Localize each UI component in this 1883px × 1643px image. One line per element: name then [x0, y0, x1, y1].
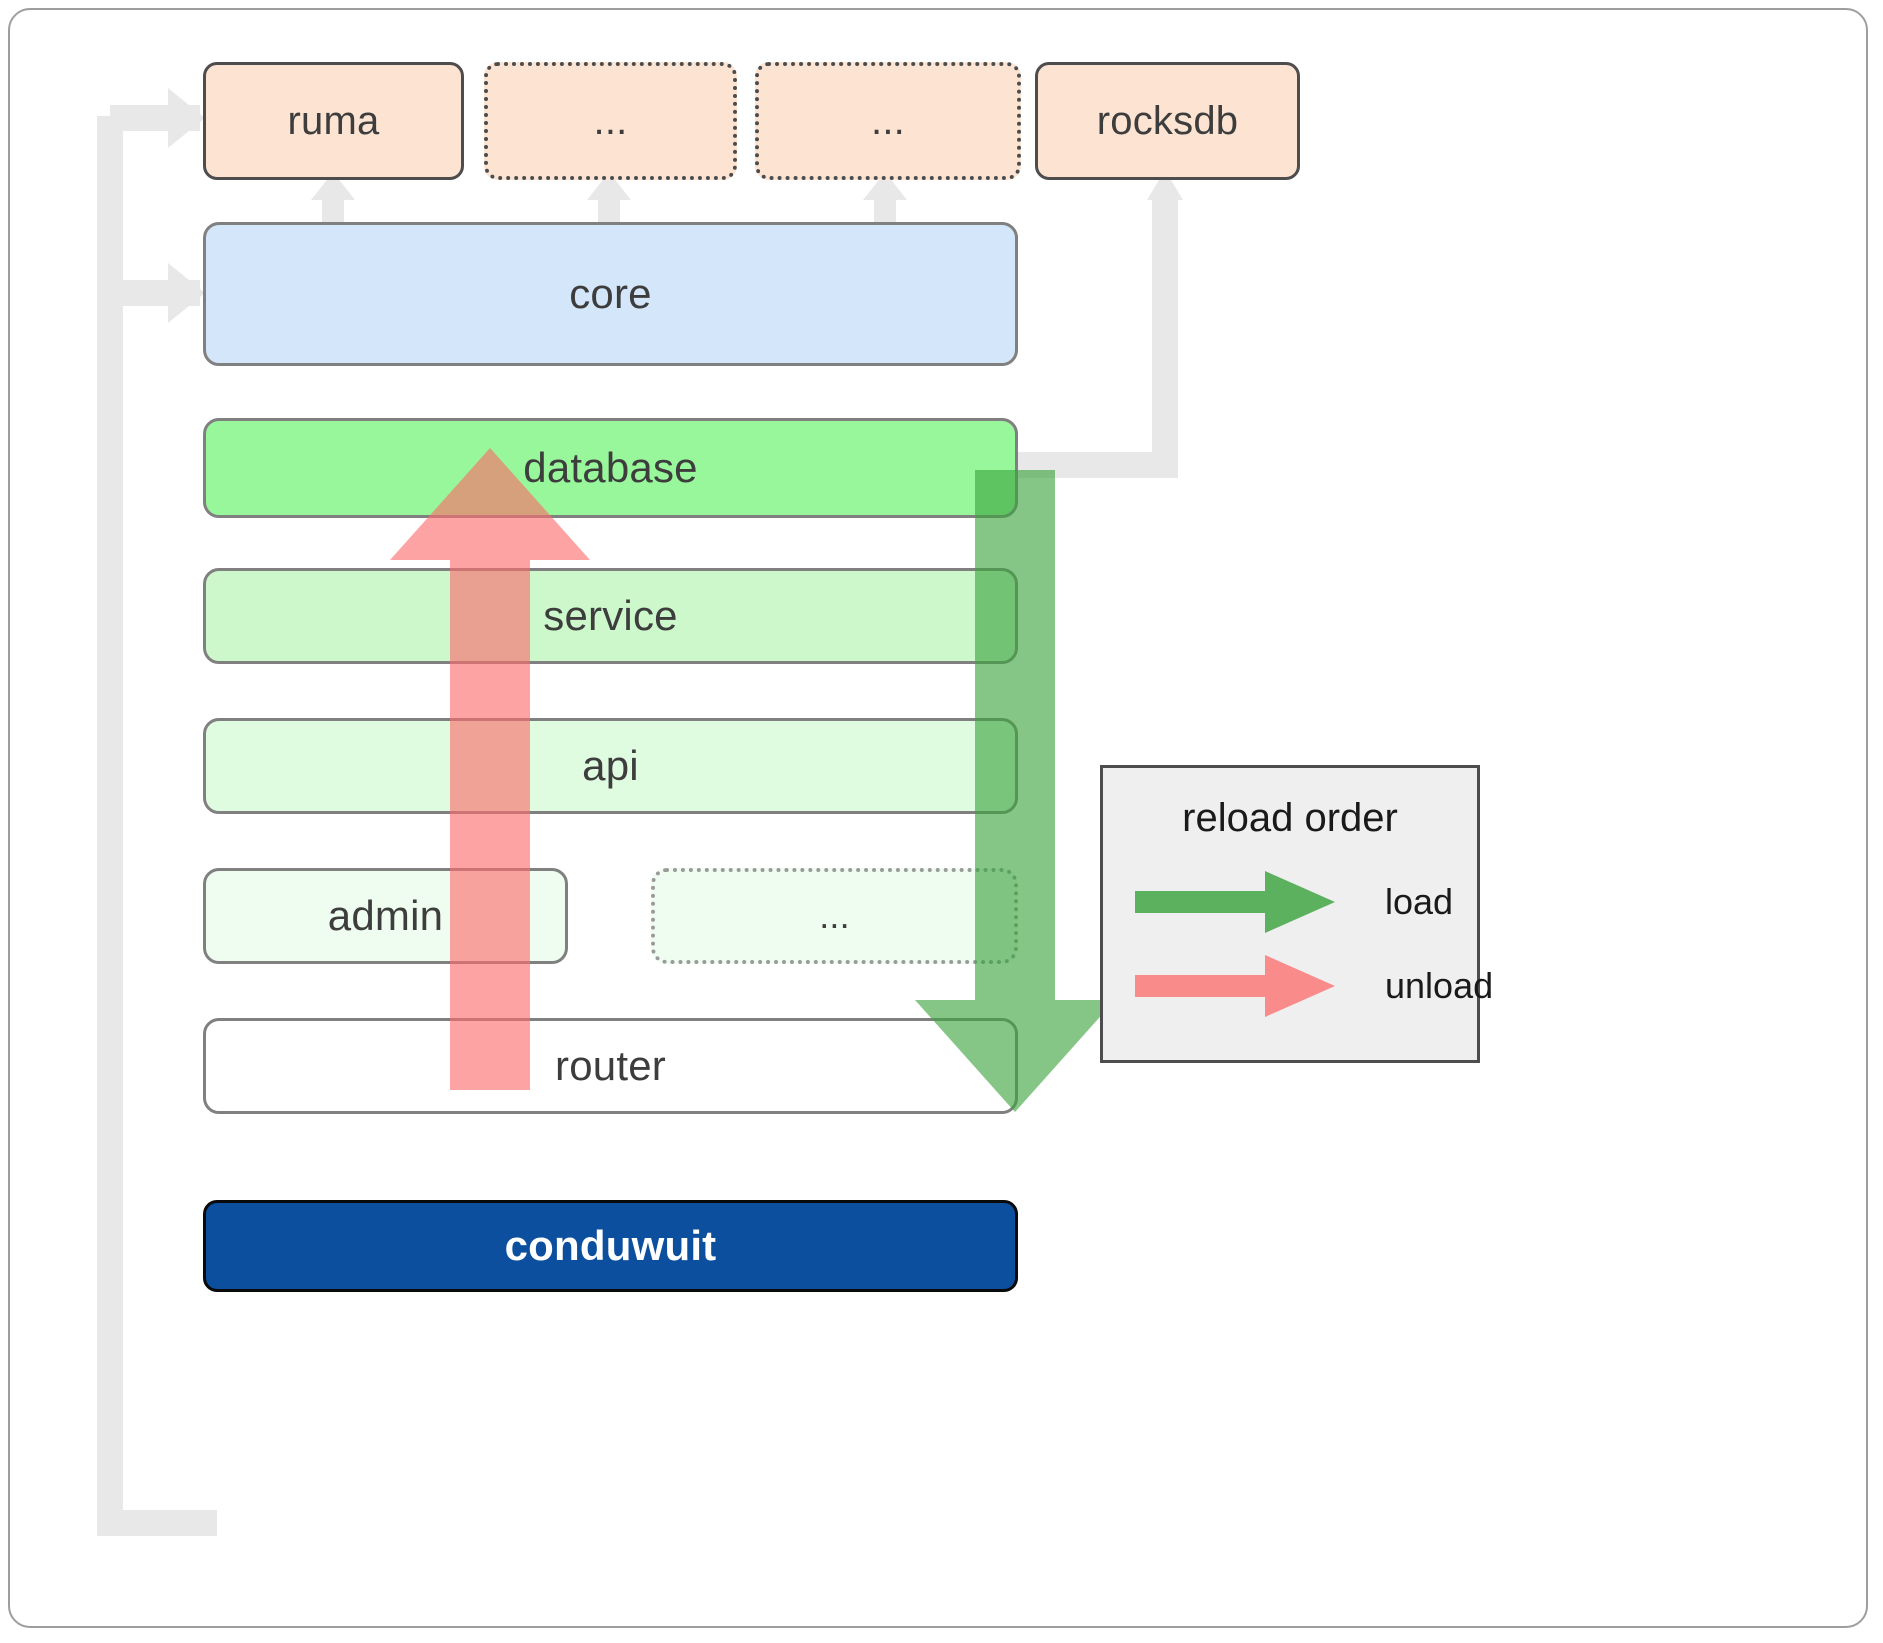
layer-node-dots-c[interactable]: ...: [651, 868, 1018, 964]
core-label: core: [569, 270, 652, 317]
layer-node-admin[interactable]: admin: [203, 868, 568, 964]
dep-label-dots-b: ...: [871, 98, 905, 143]
dep-label-ruma: ruma: [287, 98, 380, 143]
dep-node-dots-a[interactable]: ...: [484, 62, 737, 180]
dep-label-rocksdb: rocksdb: [1096, 98, 1239, 143]
layer-node-router[interactable]: router: [203, 1018, 1018, 1114]
layer-node-database[interactable]: database: [203, 418, 1018, 518]
dep-node-rocksdb[interactable]: rocksdb: [1035, 62, 1300, 180]
legend-row-load: load: [1135, 871, 1455, 933]
layer-label-service: service: [543, 592, 678, 639]
layer-label-api: api: [582, 742, 639, 789]
load-arrow-icon: [1135, 871, 1335, 933]
legend-title: reload order: [1182, 796, 1398, 840]
legend-panel: reload order load unload: [1100, 765, 1493, 1063]
legend-label-unload: unload: [1385, 965, 1494, 1006]
dep-label-dots-a: ...: [593, 98, 628, 143]
layer-label-router: router: [555, 1042, 666, 1089]
layer-node-service[interactable]: service: [203, 568, 1018, 664]
dep-node-dots-b[interactable]: ...: [755, 62, 1021, 180]
root-label-conduwuit: conduwuit: [504, 1222, 717, 1269]
legend-row-unload: unload: [1135, 955, 1493, 1017]
layer-node-api[interactable]: api: [203, 718, 1018, 814]
layer-label-admin: admin: [327, 892, 444, 939]
layer-label-database: database: [523, 444, 698, 491]
root-node-conduwuit[interactable]: conduwuit: [203, 1200, 1018, 1292]
core-node[interactable]: core: [203, 222, 1018, 366]
dep-node-ruma[interactable]: ruma: [203, 62, 464, 180]
legend-label-load: load: [1385, 881, 1454, 922]
layer-label-dots-c: ...: [819, 895, 850, 936]
unload-arrow-icon: [1135, 955, 1335, 1017]
